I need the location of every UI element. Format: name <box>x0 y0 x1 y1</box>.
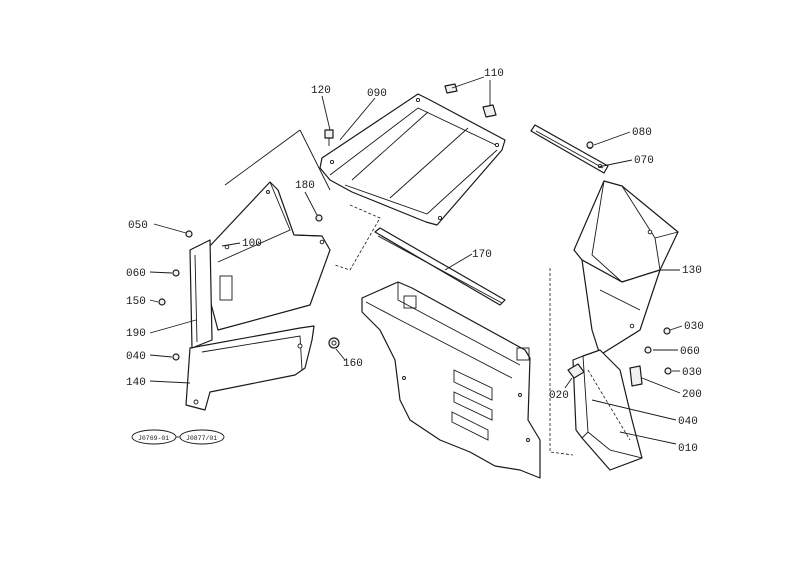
callout-090: 090 <box>367 88 387 100</box>
part-090-top-cover <box>319 93 506 226</box>
callout-110: 110 <box>484 68 504 80</box>
callout-180: 180 <box>295 180 315 192</box>
callout-040-right: 040 <box>678 416 698 428</box>
callout-070: 070 <box>634 155 654 167</box>
callout-100: 100 <box>242 238 262 250</box>
callout-020: 020 <box>549 390 569 402</box>
ref-code-a: J0769-01 <box>138 435 169 442</box>
part-190-left-bracket <box>189 239 213 349</box>
reference-codes: J0769-01 J0877/01 <box>131 429 225 445</box>
callout-190: 190 <box>126 328 146 340</box>
part-130-right-panel <box>573 180 679 356</box>
part-120-bolt <box>324 129 334 146</box>
part-140-left-lower-panel <box>185 325 315 411</box>
part-020-pad <box>567 363 585 379</box>
callout-050: 050 <box>128 220 148 232</box>
part-160-grommet <box>328 337 340 349</box>
center-frame <box>361 281 541 479</box>
callout-130: 130 <box>682 265 702 277</box>
part-080-070-strap <box>530 124 609 174</box>
callout-150: 150 <box>126 296 146 308</box>
leader-lines <box>149 76 683 445</box>
callout-200: 200 <box>682 389 702 401</box>
part-200-plate <box>629 365 643 387</box>
callout-170: 170 <box>472 249 492 261</box>
ref-code-b: J0877/01 <box>186 435 217 442</box>
dashed-outline-left <box>334 204 381 271</box>
part-110-clips <box>444 83 497 118</box>
part-170-cross-bar <box>374 227 506 306</box>
callout-160: 160 <box>343 358 363 370</box>
dashed-outline-right <box>549 268 574 456</box>
callout-030-upper: 030 <box>684 321 704 333</box>
fasteners <box>158 141 672 375</box>
callout-040-left: 040 <box>126 351 146 363</box>
part-010-right-bracket <box>572 349 643 471</box>
callout-120: 120 <box>311 85 331 97</box>
callout-140: 140 <box>126 377 146 389</box>
callout-010: 010 <box>678 443 698 455</box>
callout-030-lower: 030 <box>682 367 702 379</box>
callout-080: 080 <box>632 127 652 139</box>
callout-060-left: 060 <box>126 268 146 280</box>
callout-060-right: 060 <box>680 346 700 358</box>
part-100-left-upper-panel <box>207 181 331 331</box>
callout-labels: 110 120 090 080 070 180 050 100 170 130 … <box>126 68 704 455</box>
